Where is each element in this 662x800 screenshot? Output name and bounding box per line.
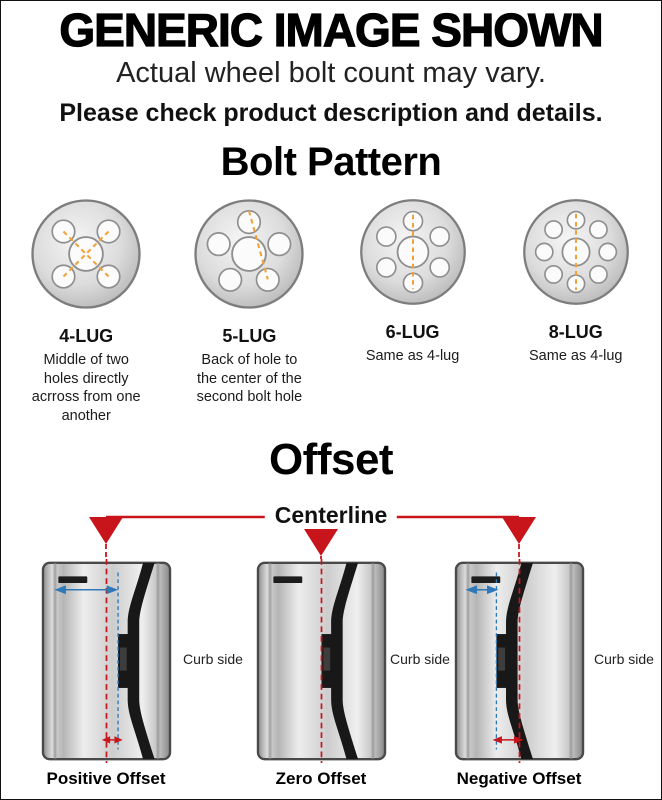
- curb-side-label: Curb side: [594, 651, 654, 668]
- zero-offset-illustration: [256, 559, 386, 764]
- backspacing-arrow: [54, 585, 119, 595]
- rim-micro-label: [470, 576, 500, 584]
- offset-section: Offset Centerline: [1, 435, 661, 799]
- lug-item-4: 4-LUG Middle of two holes directly acrro…: [8, 193, 164, 425]
- lug-label: 5-LUG: [222, 326, 277, 347]
- wheel-spoke: [495, 563, 533, 760]
- positive-offset-label: Positive Offset: [46, 769, 166, 789]
- wheel-8-lug-illustration: [522, 199, 629, 306]
- lug-holes: [375, 211, 450, 294]
- wheel-spoke: [118, 563, 155, 760]
- lug-row: 4-LUG Middle of two holes directly acrro…: [1, 193, 661, 425]
- lug-item-6: 6-LUG Same as 4-lug: [335, 193, 491, 425]
- centerline-arrow-middle: [304, 529, 338, 557]
- page-note: Please check product description and det…: [59, 99, 603, 128]
- bolt-pattern-section: Bolt Pattern: [1, 140, 661, 425]
- wheel-5-lug-illustration: [194, 199, 305, 309]
- curb-side-label: Curb side: [183, 651, 243, 668]
- lug-holes: [51, 219, 121, 289]
- offset-title: Offset: [268, 435, 394, 485]
- page-title: GENERIC IMAGE SHOWN: [59, 4, 604, 56]
- lug-description: Same as 4-lug: [365, 348, 460, 365]
- backspacing-arrow: [464, 585, 499, 595]
- rim-micro-label: [58, 576, 88, 584]
- negative-offset-label: Negative Offset: [456, 769, 582, 789]
- centerline-arrow-right: [502, 517, 536, 545]
- lug-description: Middle of two holes directly acrross fro…: [31, 352, 141, 424]
- page-subtitle: Actual wheel bolt count may vary.: [116, 57, 546, 90]
- wheel-4-lug-illustration: [31, 199, 141, 309]
- centerline-label: Centerline: [264, 502, 398, 530]
- bolt-pattern-title: Bolt Pattern: [220, 140, 442, 185]
- center-bore: [68, 236, 105, 273]
- centerline-arrow-left: [89, 517, 123, 545]
- wheel-spoke: [321, 563, 358, 760]
- lug-description: Back of hole to the center of the second…: [196, 352, 303, 406]
- offset-visual: Centerline: [1, 501, 661, 799]
- zero-offset-label: Zero Offset: [275, 769, 367, 789]
- lug-item-5: 5-LUG Back of hole to the center of the …: [171, 193, 327, 425]
- lug-label: 6-LUG: [385, 322, 440, 343]
- curb-side-label: Curb side: [390, 651, 450, 668]
- measure-lines: [62, 231, 110, 278]
- lug-holes: [206, 210, 292, 293]
- negative-offset-illustration: [454, 559, 584, 764]
- header: GENERIC IMAGE SHOWN Actual wheel bolt co…: [1, 4, 661, 128]
- lug-label: 8-LUG: [548, 322, 603, 343]
- offset-measure-arrow: [101, 736, 123, 744]
- positive-offset-illustration: [41, 559, 172, 764]
- offset-measure-arrow: [492, 736, 523, 745]
- lug-item-8: 8-LUG Same as 4-lug: [498, 193, 654, 425]
- measure-lines: [248, 210, 270, 280]
- rim-micro-label: [272, 576, 302, 584]
- lug-description: Same as 4-lug: [529, 348, 623, 365]
- lug-label: 4-LUG: [59, 326, 114, 347]
- wheel-6-lug-illustration: [359, 199, 466, 306]
